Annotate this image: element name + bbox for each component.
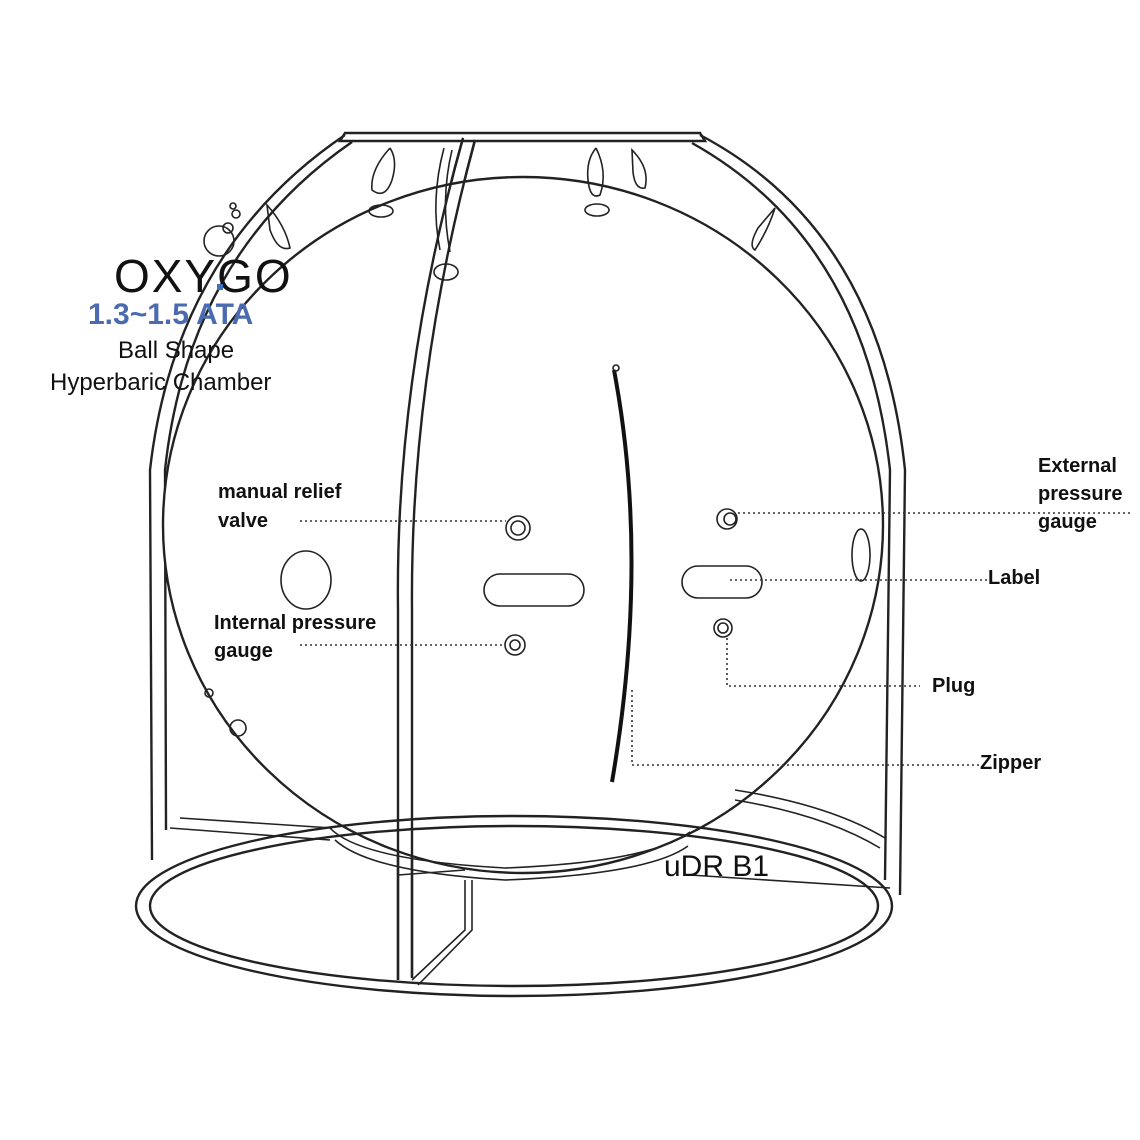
model-label: uDR B1 (664, 850, 769, 883)
manual-relief-valve (505, 515, 531, 541)
callout-text: External (1038, 455, 1117, 477)
callout-text: gauge (214, 640, 273, 662)
hook (265, 202, 291, 250)
left-window (280, 550, 332, 610)
hook (368, 147, 396, 218)
windows (280, 528, 871, 610)
callout-text: Internal pressure (214, 612, 376, 634)
hook (631, 147, 647, 189)
callout-external-pressure-gauge: External pressure gauge (1038, 455, 1123, 533)
base-ring (134, 789, 894, 998)
hook (751, 207, 776, 252)
pressure-range: 1.3~1.5 ATA (88, 298, 253, 331)
frame-top (337, 131, 708, 143)
fittings (204, 508, 763, 737)
internal-pressure-gauge (504, 634, 526, 656)
title-line2: Hyperbaric Chamber (50, 369, 271, 396)
callout-label: Label (988, 567, 1040, 589)
plug (713, 618, 733, 638)
callout-text: pressure (1038, 483, 1123, 505)
callout-text: gauge (1038, 511, 1097, 533)
logo-wordmark: OXYGO (114, 250, 293, 302)
label-plate-right (681, 565, 763, 599)
leader-lines (300, 512, 1130, 766)
zipper (610, 364, 634, 783)
external-pressure-gauge (716, 508, 738, 530)
chamber-sphere (161, 175, 885, 881)
hook (584, 147, 610, 217)
callout-plug: Plug (932, 675, 975, 697)
label-plate-left (483, 573, 585, 607)
hanging-hooks (265, 147, 776, 281)
callout-text: valve (218, 510, 268, 532)
right-window (851, 528, 871, 582)
oxygo-logo: OXYGO (114, 202, 293, 302)
title-line1: Ball Shape (118, 337, 234, 364)
callout-zipper: Zipper (980, 752, 1041, 774)
callout-text: manual relief (218, 481, 342, 503)
hook (433, 147, 459, 281)
callout-manual-relief-valve: manual relief valve (218, 481, 342, 532)
callout-internal-pressure-gauge: Internal pressure gauge (214, 612, 376, 662)
